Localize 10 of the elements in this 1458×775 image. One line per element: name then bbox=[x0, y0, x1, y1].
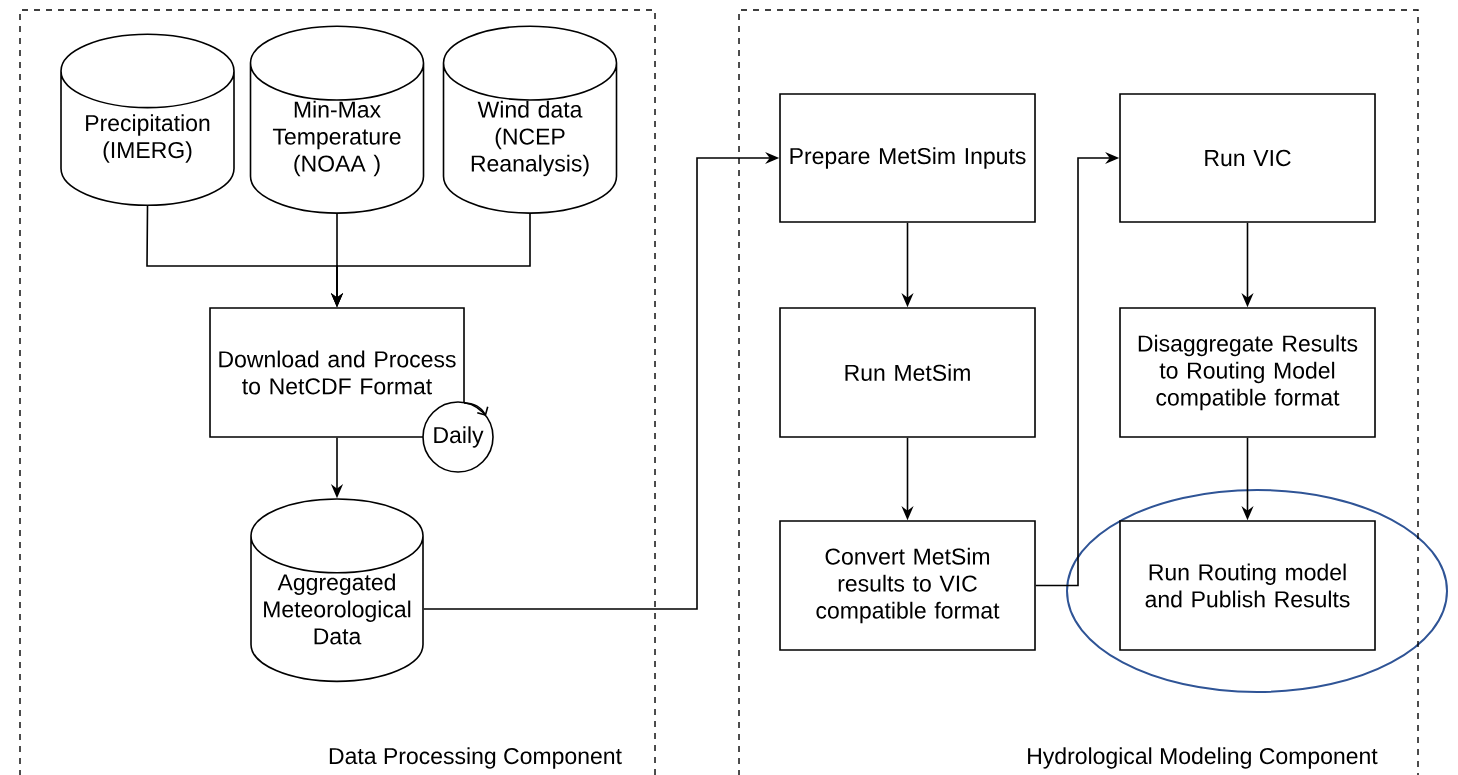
database-cylinder: Aggregated Meteorological Data bbox=[250, 498, 424, 683]
process-box: Prepare MetSim Inputs bbox=[779, 93, 1036, 223]
process-box: Disaggregate Results to Routing Model compatible format bbox=[1119, 307, 1376, 438]
database-cylinder: Min-Max Temperature (NOAA ) bbox=[249, 25, 425, 214]
process-box: Convert MetSim results to VIC compatible format bbox=[779, 520, 1036, 651]
process-box: Run VIC bbox=[1119, 93, 1376, 223]
process-box: Run MetSim bbox=[779, 307, 1036, 438]
database-cylinder: Wind data (NCEP Reanalysis) bbox=[442, 25, 618, 214]
process-box: Run Routing model and Publish Results bbox=[1119, 520, 1376, 651]
database-cylinder: Precipitation (IMERG) bbox=[60, 33, 235, 207]
